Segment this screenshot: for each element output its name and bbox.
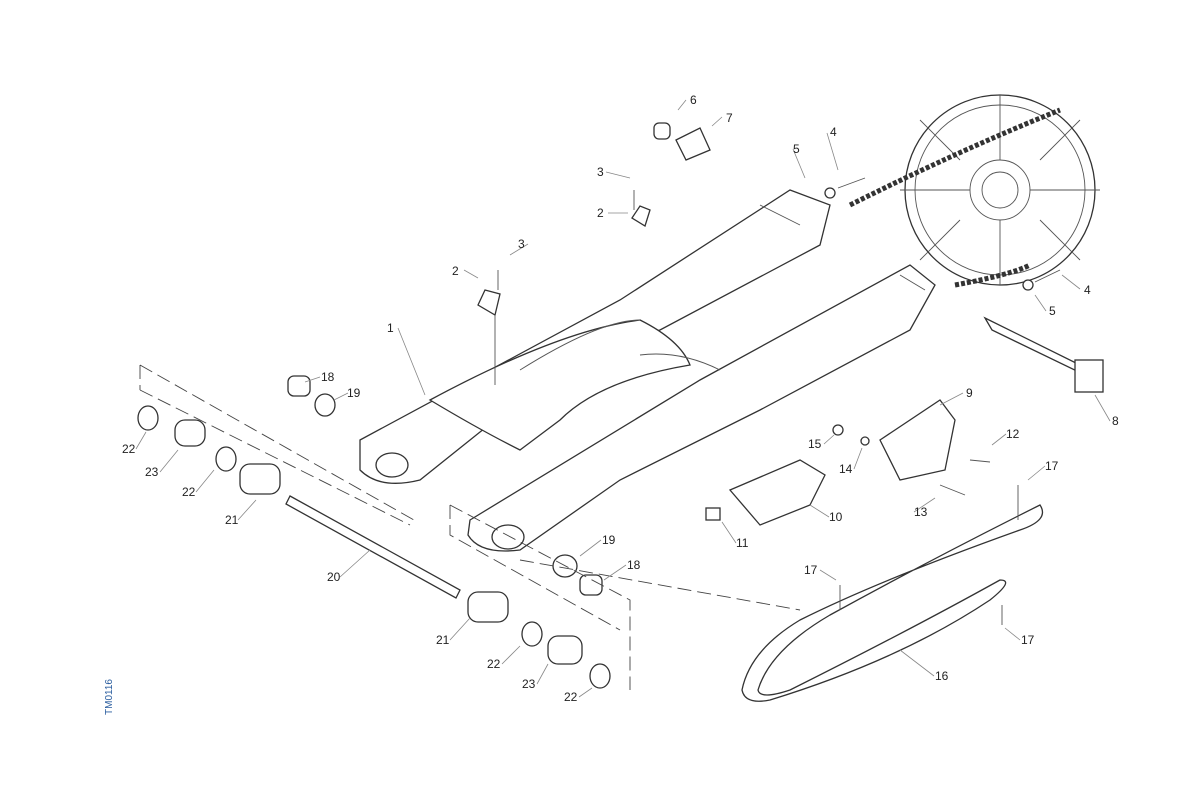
callout-14: 14 <box>839 462 853 476</box>
rear-axle-8 <box>983 316 1087 377</box>
chain-slider-16 <box>741 504 1044 702</box>
chain-guide-block-10 <box>728 459 826 526</box>
swingarm <box>359 189 936 552</box>
callout-9: 9 <box>966 386 973 400</box>
callout-22: 22 <box>487 657 501 671</box>
callout-13: 13 <box>914 505 928 519</box>
callout-7: 7 <box>726 111 733 125</box>
callout-20: 20 <box>327 570 341 584</box>
pivot-shaft-20 <box>285 495 461 599</box>
callout-15: 15 <box>808 437 822 451</box>
chain-guide-9 <box>879 399 956 481</box>
callout-labels: 6 7 3 2 3 2 4 5 4 5 1 18 19 22 23 22 21 … <box>122 93 1119 704</box>
callout-6: 6 <box>690 93 697 107</box>
callout-17: 17 <box>1045 459 1059 473</box>
callout-21: 21 <box>436 633 450 647</box>
callout-4: 4 <box>830 125 837 139</box>
callout-23: 23 <box>522 677 536 691</box>
callout-21: 21 <box>225 513 239 527</box>
adjuster-plate-7 <box>675 127 711 161</box>
callout-19: 19 <box>602 533 616 547</box>
callout-23: 23 <box>145 465 159 479</box>
callout-1: 1 <box>387 321 394 335</box>
callout-11: 11 <box>736 536 749 550</box>
callout-3: 3 <box>597 165 604 179</box>
callout-18: 18 <box>321 370 335 384</box>
drive-chain <box>848 107 1061 288</box>
callout-8: 8 <box>1112 414 1119 428</box>
callout-2: 2 <box>597 206 604 220</box>
callout-5: 5 <box>793 142 800 156</box>
callout-22: 22 <box>182 485 196 499</box>
callout-19: 19 <box>347 386 361 400</box>
callout-12: 12 <box>1006 427 1020 441</box>
callout-3: 3 <box>518 237 525 251</box>
callout-18: 18 <box>627 558 641 572</box>
cable-clamp-lower <box>477 289 501 317</box>
callout-22: 22 <box>122 442 136 456</box>
seal-22 <box>137 405 159 431</box>
callout-22: 22 <box>564 690 578 704</box>
callout-10: 10 <box>829 510 843 524</box>
callout-16: 16 <box>935 669 949 683</box>
callout-2: 2 <box>452 264 459 278</box>
callout-17: 17 <box>804 563 818 577</box>
nut-6 <box>653 122 671 140</box>
cable-clamp-upper <box>631 205 651 227</box>
rear-sprocket <box>900 94 1100 286</box>
callout-5: 5 <box>1049 304 1056 318</box>
callout-4: 4 <box>1084 283 1091 297</box>
drawing-code: TM0116 <box>104 679 115 715</box>
callout-17: 17 <box>1021 633 1035 647</box>
